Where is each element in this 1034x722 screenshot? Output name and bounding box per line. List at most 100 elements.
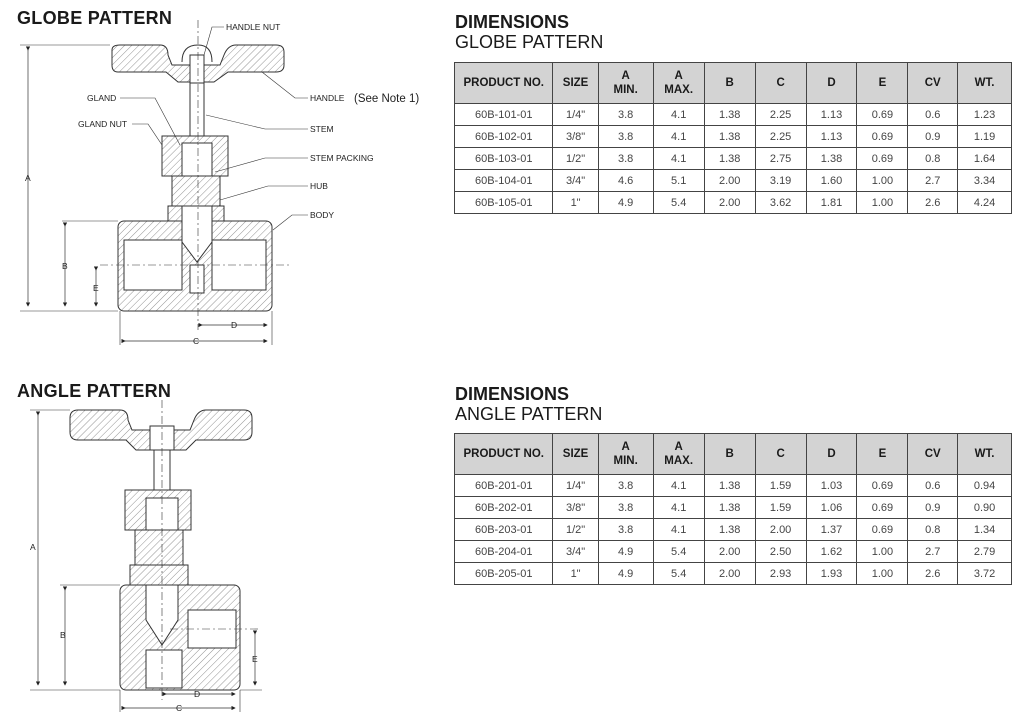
- column-header: WT.: [957, 62, 1012, 104]
- table-cell: 1.59: [754, 496, 807, 519]
- table-cell: 60B-205-01: [453, 562, 554, 585]
- table-cell: 0.69: [856, 125, 909, 148]
- table-cell: 1.19: [957, 125, 1012, 148]
- table-cell: 1.59: [754, 474, 807, 497]
- globe-valve-drawing: [20, 20, 308, 345]
- table-cell: 1/2": [552, 518, 599, 541]
- table-cell: 2.6: [907, 562, 959, 585]
- table-cell: 1.38: [703, 496, 756, 519]
- column-header: SIZE: [552, 433, 599, 475]
- label-gland: GLAND: [87, 93, 116, 103]
- table-cell: 1.64: [957, 147, 1012, 170]
- table-cell: 1.00: [856, 540, 909, 563]
- label-handle: HANDLE: [310, 93, 345, 103]
- table-cell: 0.69: [856, 103, 909, 126]
- column-header: C: [754, 62, 807, 104]
- table-cell: 4.1: [652, 147, 705, 170]
- table-cell: 0.9: [907, 125, 959, 148]
- table-cell: 1/2": [552, 147, 599, 170]
- table-cell: 2.7: [907, 540, 959, 563]
- table-cell: 3.8: [597, 147, 654, 170]
- table-cell: 0.94: [957, 474, 1012, 497]
- column-header: B: [703, 433, 756, 475]
- subheading: GLOBE PATTERN: [455, 32, 604, 52]
- table-cell: 1.38: [805, 147, 858, 170]
- table-cell: 3.8: [597, 474, 654, 497]
- table-cell: 2.00: [754, 518, 807, 541]
- column-header: CV: [907, 433, 959, 475]
- angle-section-title: ANGLE PATTERN: [17, 381, 172, 401]
- table-cell: 1": [552, 562, 599, 585]
- table-cell: 4.1: [652, 103, 705, 126]
- table-cell: 60B-102-01: [453, 125, 554, 148]
- table-cell: 1/4": [552, 474, 599, 497]
- label-see-note: (See Note 1): [354, 93, 419, 105]
- table-cell: 2.75: [754, 147, 807, 170]
- angle-dim-d: D: [194, 689, 200, 699]
- table-cell: 5.4: [652, 540, 705, 563]
- table-cell: 3/8": [552, 496, 599, 519]
- table-cell: 1.81: [805, 191, 858, 214]
- table-cell: 0.8: [907, 518, 959, 541]
- table-cell: 0.8: [907, 147, 959, 170]
- table-cell: 2.50: [754, 540, 807, 563]
- table-cell: 1.38: [703, 147, 756, 170]
- table-cell: 1.13: [805, 103, 858, 126]
- table-cell: 0.9: [907, 496, 959, 519]
- table-cell: 4.1: [652, 474, 705, 497]
- table-cell: 60B-202-01: [453, 496, 554, 519]
- table-cell: 3.62: [754, 191, 807, 214]
- angle-dim-c: C: [176, 703, 182, 713]
- table-cell: 60B-201-01: [453, 474, 554, 497]
- column-header: WT.: [957, 433, 1012, 475]
- valve-drawings: HANDLE NUT GLAND GLAND NUT HANDLE (See N…: [20, 20, 419, 713]
- table-cell: 3/4": [552, 540, 599, 563]
- table-cell: 2.00: [703, 169, 756, 192]
- label-stem: STEM: [310, 124, 334, 134]
- table-cell: 3.8: [597, 518, 654, 541]
- table-cell: 5.4: [652, 562, 705, 585]
- table-cell: 60B-101-01: [453, 103, 554, 126]
- dim-c: C: [193, 336, 199, 346]
- label-body: BODY: [310, 210, 334, 220]
- table-cell: 3.34: [957, 169, 1012, 192]
- table-cell: 2.7: [907, 169, 959, 192]
- table-cell: 2.6: [907, 191, 959, 214]
- table-cell: 1.00: [856, 191, 909, 214]
- table-cell: 0.69: [856, 518, 909, 541]
- table-cell: 4.1: [652, 518, 705, 541]
- table-cell: 0.69: [856, 496, 909, 519]
- table-cell: 1.00: [856, 562, 909, 585]
- table-cell: 1.62: [805, 540, 858, 563]
- table-cell: 3.19: [754, 169, 807, 192]
- table-cell: 1.13: [805, 125, 858, 148]
- table-cell: 2.00: [703, 540, 756, 563]
- table-cell: 1.03: [805, 474, 858, 497]
- table-cell: 2.79: [957, 540, 1012, 563]
- table-cell: 0.6: [907, 103, 959, 126]
- table-cell: 1.38: [703, 518, 756, 541]
- table-cell: 1.34: [957, 518, 1012, 541]
- label-hub: HUB: [310, 181, 328, 191]
- table-cell: 2.00: [703, 562, 756, 585]
- table-cell: 4.6: [597, 169, 654, 192]
- dim-a: A: [25, 173, 31, 183]
- table-cell: 3.72: [957, 562, 1012, 585]
- table-cell: 3.8: [597, 103, 654, 126]
- column-header: C: [754, 433, 807, 475]
- column-header: CV: [907, 62, 959, 104]
- table-cell: 1.93: [805, 562, 858, 585]
- table-cell: 3/8": [552, 125, 599, 148]
- table-cell: 2.00: [703, 191, 756, 214]
- dim-d: D: [231, 320, 237, 330]
- label-stem-packing: STEM PACKING: [310, 153, 374, 163]
